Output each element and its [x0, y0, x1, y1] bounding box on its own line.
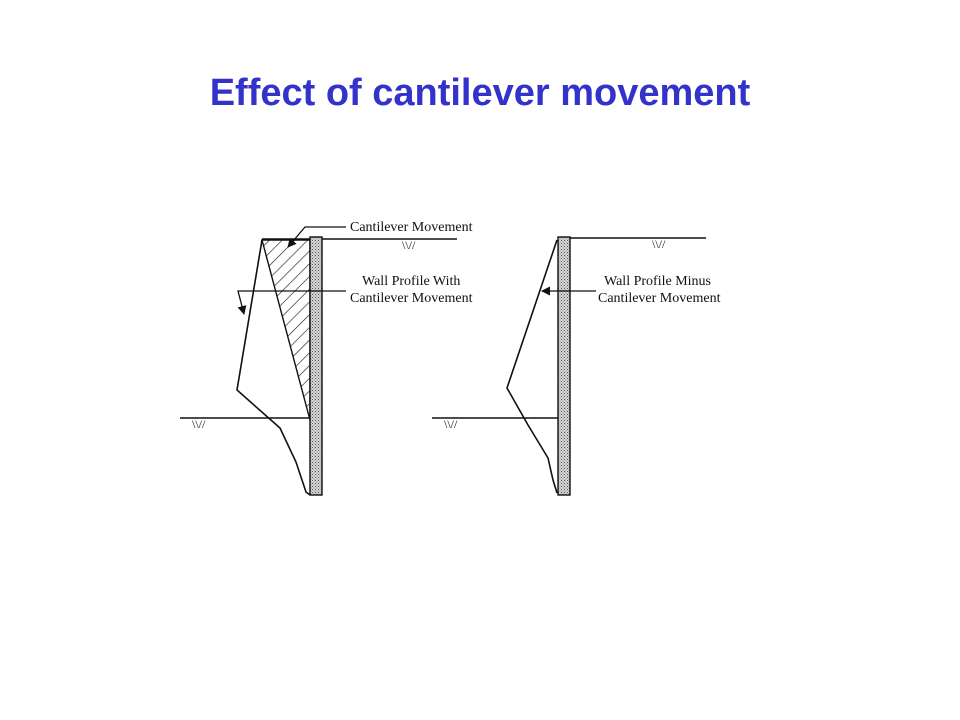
leader-wall-profile-with: [237, 290, 346, 315]
wall-profile-minus-cantilever: [506, 239, 558, 494]
leader-cantilever-movement: [287, 226, 346, 248]
ground-marker-top-left: \\//: [402, 238, 416, 252]
sheet-pile-wall-left: [309, 236, 323, 496]
cantilever-movement-region: [261, 239, 311, 421]
left-panel: \\// \\// Cantilever Movement Wall Profi…: [180, 220, 473, 496]
label-wall-profile-minus-line2: Cantilever Movement: [598, 291, 721, 306]
label-wall-profile-with-line1: Wall Profile With: [362, 274, 460, 289]
ground-marker-top-right: \\//: [652, 237, 666, 251]
label-wall-profile-minus-line1: Wall Profile Minus: [604, 274, 711, 289]
slide-title: Effect of cantilever movement: [209, 72, 751, 114]
label-cantilever-movement: Cantilever Movement: [350, 220, 473, 235]
wall-profile-with-cantilever: [236, 239, 311, 496]
ground-marker-dredge-left: \\//: [192, 417, 206, 431]
ground-marker-dredge-right: \\//: [444, 417, 458, 431]
sheet-pile-wall-right: [557, 236, 571, 496]
right-panel: \\// \\// Wall Profile Minus Cantilever …: [432, 236, 721, 496]
label-wall-profile-with-line2: Cantilever Movement: [350, 291, 473, 306]
